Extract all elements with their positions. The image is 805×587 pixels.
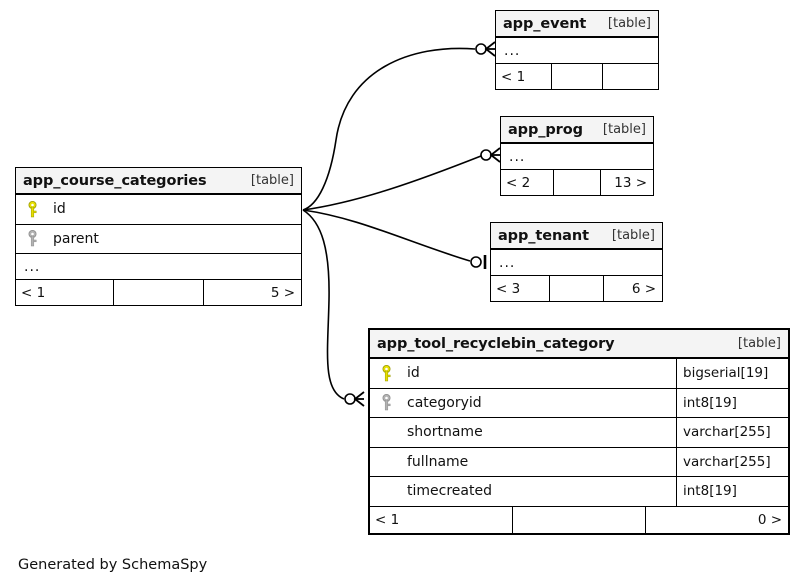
table-row[interactable]: shortname varchar[255] xyxy=(370,418,788,448)
foreign-key-icon xyxy=(378,394,407,411)
generated-by-caption: Generated by SchemaSpy xyxy=(18,557,208,573)
footer-middle-cell xyxy=(552,170,602,195)
more-columns-indicator: ... xyxy=(501,144,653,170)
table-kind-label: [table] xyxy=(611,228,655,243)
table-row[interactable]: parent xyxy=(16,224,301,254)
column-cell: fullname xyxy=(370,454,676,470)
column-name: categoryid xyxy=(407,394,482,411)
table-node-app-tool-recyclebin-category[interactable]: app_tool_recyclebin_category [table] id … xyxy=(368,328,790,535)
footer-outgoing-count: 6 > xyxy=(631,280,657,297)
column-type: varchar[255] xyxy=(676,447,788,476)
table-row[interactable]: id bigserial[19] xyxy=(370,359,788,389)
column-name: timecreated xyxy=(407,483,492,500)
footer-middle-cell xyxy=(549,276,604,301)
table-header: app_tenant [table] xyxy=(491,223,662,250)
footer-incoming-count: < 1 xyxy=(501,68,526,85)
table-footer: < 3 6 > xyxy=(491,276,662,301)
table-kind-label: [table] xyxy=(737,336,781,351)
table-footer: < 1 0 > xyxy=(370,506,788,533)
table-node-app-prog[interactable]: app_prog [table] ... < 2 13 > xyxy=(500,116,654,196)
table-title: app_tool_recyclebin_category xyxy=(377,335,615,352)
table-header: app_tool_recyclebin_category [table] xyxy=(370,330,788,359)
primary-key-icon xyxy=(378,364,407,382)
column-cell: parent xyxy=(16,230,301,247)
footer-middle-cell xyxy=(551,64,603,89)
more-columns-indicator: ... xyxy=(491,250,662,276)
table-header: app_prog [table] xyxy=(501,117,653,144)
footer-middle-cell xyxy=(512,506,646,533)
more-columns-indicator: ... xyxy=(496,38,658,64)
column-cell: categoryid xyxy=(370,394,676,411)
table-title: app_course_categories xyxy=(23,172,207,189)
table-title: app_prog xyxy=(508,121,583,138)
table-row[interactable]: categoryid int8[19] xyxy=(370,388,788,418)
table-row[interactable]: timecreated int8[19] xyxy=(370,477,788,507)
table-node-app-tenant[interactable]: app_tenant [table] ... < 3 6 > xyxy=(490,222,663,302)
table-kind-label: [table] xyxy=(607,16,651,31)
column-name: id xyxy=(53,201,66,218)
table-row[interactable]: id xyxy=(16,195,301,225)
marker-app_prog-zero-or-many xyxy=(480,147,501,163)
column-name: id xyxy=(407,365,420,382)
column-cell: shortname xyxy=(370,424,676,440)
primary-key-icon xyxy=(24,200,53,218)
foreign-key-icon xyxy=(24,230,53,247)
footer-incoming-count: < 1 xyxy=(375,511,400,528)
marker-app_tool_recyclebin_category-zero-or-many xyxy=(344,391,365,407)
column-type: int8[19] xyxy=(676,477,788,506)
footer-incoming-count: < 1 xyxy=(21,284,46,301)
footer-outgoing-count: 5 > xyxy=(270,284,296,301)
table-footer: < 1 xyxy=(496,64,658,89)
column-cell: id xyxy=(16,200,301,218)
footer-outgoing-count xyxy=(603,64,658,89)
edge-app_course_categories-to-app_prog xyxy=(302,155,482,211)
column-name: parent xyxy=(53,230,99,247)
column-name: shortname xyxy=(407,424,483,441)
footer-incoming-count: < 3 xyxy=(496,280,521,297)
table-kind-label: [table] xyxy=(250,173,294,188)
edge-app_course_categories-to-app_tool_recyclebin_category xyxy=(302,209,345,400)
table-header: app_event [table] xyxy=(496,11,658,38)
column-cell: timecreated xyxy=(370,483,676,499)
table-title: app_event xyxy=(503,15,587,32)
table-title: app_tenant xyxy=(498,227,589,244)
table-kind-label: [table] xyxy=(602,122,646,137)
table-footer: < 2 13 > xyxy=(501,170,653,195)
marker-app_tenant-zero-or-one xyxy=(470,255,487,269)
footer-outgoing-count: 0 > xyxy=(757,511,783,528)
footer-incoming-count: < 2 xyxy=(506,174,531,191)
column-cell: id xyxy=(370,364,676,382)
table-node-app-course-categories[interactable]: app_course_categories [table] id xyxy=(15,167,302,306)
column-name: fullname xyxy=(407,453,469,470)
marker-app_event-zero-or-many xyxy=(475,41,496,57)
table-row[interactable]: fullname varchar[255] xyxy=(370,447,788,477)
footer-outgoing-count: 13 > xyxy=(614,174,648,191)
table-header: app_course_categories [table] xyxy=(16,168,301,195)
column-type: bigserial[19] xyxy=(676,359,788,388)
column-type: int8[19] xyxy=(676,388,788,417)
edge-app_course_categories-to-app_tenant xyxy=(302,209,471,262)
more-columns-indicator: ... xyxy=(16,254,301,280)
table-node-app-event[interactable]: app_event [table] ... < 1 xyxy=(495,10,659,90)
column-type: varchar[255] xyxy=(676,418,788,447)
table-footer: < 1 5 > xyxy=(16,280,301,305)
edge-app_course_categories-to-app_event xyxy=(302,47,476,211)
footer-middle-cell xyxy=(112,280,205,305)
